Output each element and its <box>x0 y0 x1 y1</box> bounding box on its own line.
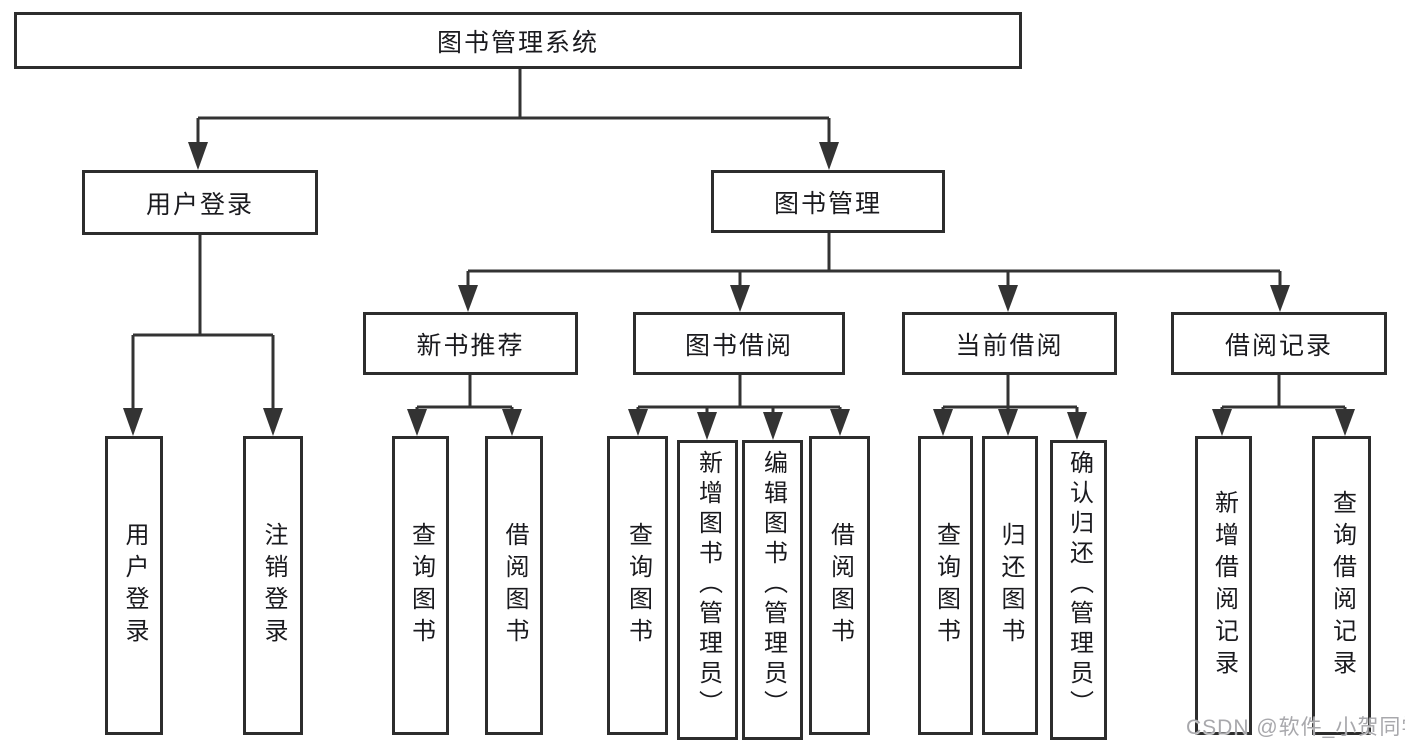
node-bb-edit-book: 编辑图书（管理员） <box>742 440 803 740</box>
node-cb-return-book-label: 归还图书 <box>997 521 1024 650</box>
node-cb-confirm-return-label: 确认归还（管理员） <box>1065 450 1093 720</box>
arrow-down-icon <box>830 409 850 436</box>
node-cb-query-book: 查询图书 <box>918 436 973 735</box>
arrow-down-icon <box>1270 285 1290 312</box>
arrow-down-icon <box>1335 409 1355 436</box>
arrow-down-icon <box>123 408 143 436</box>
node-cb-return-book: 归还图书 <box>982 436 1038 735</box>
arrow-down-icon <box>628 409 648 436</box>
arrow-down-icon <box>819 142 839 170</box>
arrow-down-icon <box>1212 409 1232 436</box>
arrow-down-icon <box>763 412 783 440</box>
arrow-down-icon <box>407 409 427 436</box>
connectors-user-login <box>123 235 283 436</box>
node-rec-borrow-book-label: 借阅图书 <box>501 521 528 650</box>
node-bb-add-book: 新增图书（管理员） <box>677 440 738 740</box>
node-br-query-record-label: 查询借阅记录 <box>1328 489 1356 682</box>
node-rec-borrow-book: 借阅图书 <box>485 436 543 735</box>
connectors-root <box>188 69 839 170</box>
arrow-down-icon <box>263 408 283 436</box>
node-cb-query-book-label: 查询图书 <box>932 521 960 650</box>
arrow-down-icon <box>458 285 478 312</box>
node-bb-borrow-book: 借阅图书 <box>809 436 870 735</box>
connectors-borrow-record <box>1212 375 1355 436</box>
node-bb-add-book-label: 新增图书（管理员） <box>694 450 722 720</box>
node-user-login: 用户登录 <box>82 170 318 235</box>
node-cb-confirm-return: 确认归还（管理员） <box>1050 440 1107 740</box>
node-bb-query-book: 查询图书 <box>607 436 668 735</box>
connectors-book-borrow <box>628 375 850 440</box>
arrow-down-icon <box>933 409 953 436</box>
node-new-book-rec: 新书推荐 <box>363 312 578 375</box>
arrow-down-icon <box>188 142 208 170</box>
node-login-label: 用户登录 <box>121 521 148 650</box>
csdn-watermark: CSDN @软件_小贺同学 <box>1186 716 1405 739</box>
connectors-book-mgmt <box>458 233 1290 312</box>
node-book-borrow: 图书借阅 <box>633 312 845 375</box>
node-br-query-record: 查询借阅记录 <box>1312 436 1371 735</box>
node-root: 图书管理系统 <box>14 12 1022 69</box>
arrow-down-icon <box>697 412 717 440</box>
node-br-add-record: 新增借阅记录 <box>1195 436 1252 735</box>
node-br-add-record-label: 新增借阅记录 <box>1210 489 1238 682</box>
arrow-down-icon <box>1067 412 1087 440</box>
node-book-mgmt: 图书管理 <box>711 170 945 233</box>
arrow-down-icon <box>730 285 750 312</box>
node-borrow-record: 借阅记录 <box>1171 312 1387 375</box>
node-bb-borrow-book-label: 借阅图书 <box>826 521 854 650</box>
node-rec-query-book: 查询图书 <box>392 436 449 735</box>
node-current-borrow: 当前借阅 <box>902 312 1117 375</box>
node-bb-query-book-label: 查询图书 <box>624 521 652 650</box>
node-logout: 注销登录 <box>243 436 303 735</box>
connectors-current-borrow <box>933 375 1087 440</box>
connectors-new-book-rec <box>407 375 522 436</box>
node-login: 用户登录 <box>105 436 163 735</box>
arrow-down-icon <box>502 409 522 436</box>
node-bb-edit-book-label: 编辑图书（管理员） <box>759 450 787 720</box>
node-rec-query-book-label: 查询图书 <box>407 521 435 650</box>
arrow-down-icon <box>998 285 1018 312</box>
node-logout-label: 注销登录 <box>260 521 287 650</box>
arrow-down-icon <box>998 409 1018 436</box>
